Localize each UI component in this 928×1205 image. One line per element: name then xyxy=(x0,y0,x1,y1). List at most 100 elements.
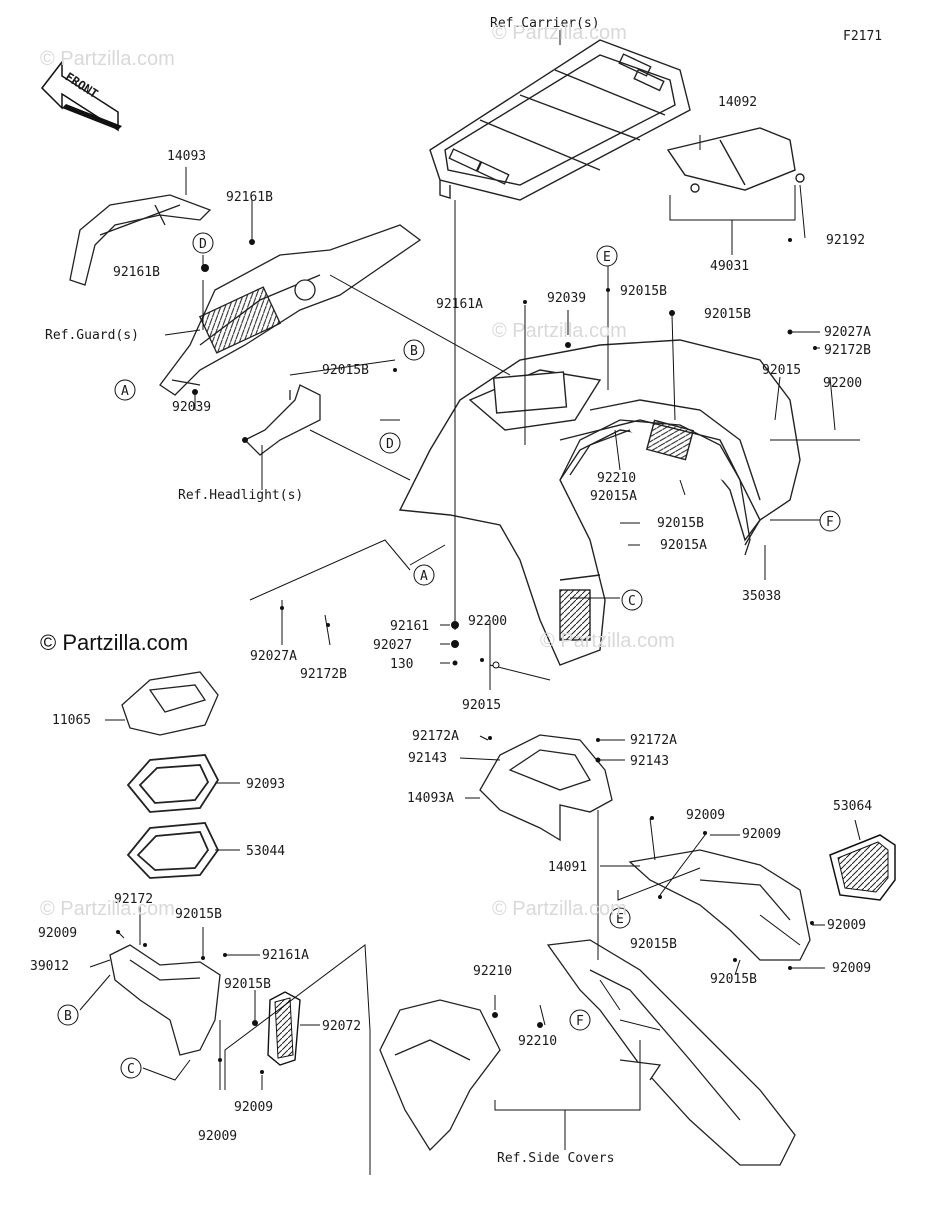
callout-a-1 xyxy=(114,379,136,401)
callout-letter-c-1: C xyxy=(628,594,636,609)
cover-14092-drawing xyxy=(666,127,805,193)
label-92015a-a: 92015A xyxy=(590,489,637,504)
label-ref-guards: Ref.Guard(s) xyxy=(45,328,139,343)
label-92161b-a: 92161B xyxy=(226,190,273,205)
label-92015b-f: 92015B xyxy=(710,972,757,987)
label-92015b-a: 92015B xyxy=(620,284,667,299)
label-49031: 49031 xyxy=(710,259,749,274)
label-92009-d: 92009 xyxy=(832,961,871,976)
label-92210-a: 92210 xyxy=(597,471,636,486)
callout-letters: A D B D A E F C E F B C xyxy=(64,237,834,1077)
panel-14091-drawing xyxy=(546,939,796,1166)
label-ref-carriers: Ref.Carrier(s) xyxy=(490,16,600,31)
label-92172b-b: 92172B xyxy=(300,667,347,682)
front-fender-drawing xyxy=(398,339,801,666)
callout-c-2 xyxy=(120,1057,142,1079)
label-92027: 92027 xyxy=(373,638,412,653)
inner-liner-35038-drawing xyxy=(559,419,751,556)
watermark-main: © Partzilla.com xyxy=(40,630,189,655)
callout-d-2 xyxy=(379,432,401,454)
gasket-92093-drawing xyxy=(126,754,220,813)
label-92015b-h: 92015B xyxy=(224,977,271,992)
label-92172b-a: 92172B xyxy=(824,343,871,358)
label-92015b-c: 92015B xyxy=(322,363,369,378)
watermark-bottom-left: © Partzilla.com xyxy=(40,898,175,920)
label-11065: 11065 xyxy=(52,713,91,728)
callout-letter-e-2: E xyxy=(616,912,624,927)
label-35038: 35038 xyxy=(742,589,781,604)
label-92015b-b: 92015B xyxy=(704,307,751,322)
watermark-top-center: © Partzilla.com xyxy=(492,22,627,44)
grille-53064-drawing xyxy=(829,834,896,901)
callout-letter-f-2: F xyxy=(576,1014,584,1029)
carrier-drawing xyxy=(429,39,691,201)
callout-letter-b-1: B xyxy=(410,344,418,359)
label-92161: 92161 xyxy=(390,619,429,634)
label-92009-f: 92009 xyxy=(234,1100,273,1115)
label-92039-b: 92039 xyxy=(547,291,586,306)
label-ref-side-covers: Ref.Side Covers xyxy=(497,1151,614,1166)
label-92039-a: 92039 xyxy=(172,400,211,415)
label-92015-a: 92015 xyxy=(762,363,801,378)
label-130: 130 xyxy=(390,657,413,672)
leader-lines xyxy=(79,30,861,1175)
label-92009-c: 92009 xyxy=(827,918,866,933)
label-53064: 53064 xyxy=(833,799,872,814)
label-92172a-a: 92172A xyxy=(412,729,459,744)
callout-e-1 xyxy=(596,245,618,267)
label-92027a-a: 92027A xyxy=(824,325,871,340)
label-92200-a: 92200 xyxy=(823,376,862,391)
callout-b-1 xyxy=(403,339,425,361)
label-92210-b: 92210 xyxy=(473,964,512,979)
watermark-top-left: © Partzilla.com xyxy=(40,48,175,70)
label-92072: 92072 xyxy=(322,1019,361,1034)
callout-d-1 xyxy=(192,232,214,254)
guard-14093a-drawing xyxy=(479,734,613,842)
label-14092: 14092 xyxy=(718,95,757,110)
label-92027a-b: 92027A xyxy=(250,649,297,664)
callout-a-2 xyxy=(413,564,435,586)
label-14093: 14093 xyxy=(167,149,206,164)
label-53044: 53044 xyxy=(246,844,285,859)
callout-circles xyxy=(57,232,841,1079)
callout-b-2 xyxy=(57,1004,79,1026)
seal-53044-drawing xyxy=(126,822,220,879)
callout-e-2 xyxy=(609,907,631,929)
label-92015b-d: 92015B xyxy=(657,516,704,531)
callout-c-1 xyxy=(621,589,643,611)
headlight-bracket-drawing xyxy=(243,384,321,456)
inner-fender-39012-drawing xyxy=(109,944,221,1056)
callout-letter-c-2: C xyxy=(127,1062,135,1077)
callout-letter-d-1: D xyxy=(199,237,207,252)
label-92172a-b: 92172A xyxy=(630,733,677,748)
callout-letter-a-1: A xyxy=(121,384,129,399)
label-ref-headlights: Ref.Headlight(s) xyxy=(178,488,303,503)
label-39012: 39012 xyxy=(30,959,69,974)
label-92009-a: 92009 xyxy=(686,808,725,823)
watermark-bottom-center: © Partzilla.com xyxy=(492,898,627,920)
label-92210-c: 92210 xyxy=(518,1034,557,1049)
storage-box-11065-drawing xyxy=(121,671,219,736)
label-92161a-b: 92161A xyxy=(262,948,309,963)
callout-letter-b-2: B xyxy=(64,1009,72,1024)
label-92015b-g: 92015B xyxy=(175,907,222,922)
label-92009-g: 92009 xyxy=(198,1129,237,1144)
callout-letter-f-1: F xyxy=(826,515,834,530)
label-92192: 92192 xyxy=(826,233,865,248)
label-92143-a: 92143 xyxy=(408,751,447,766)
watermark-mid-right: © Partzilla.com xyxy=(540,630,675,652)
label-92015b-e: 92015B xyxy=(630,937,677,952)
label-92015a-b: 92015A xyxy=(660,538,707,553)
label-92161b-b: 92161B xyxy=(113,265,160,280)
label-14091: 14091 xyxy=(548,860,587,875)
label-92015-b: 92015 xyxy=(462,698,501,713)
watermark-mid-center: © Partzilla.com xyxy=(492,320,627,342)
label-92009-b: 92009 xyxy=(742,827,781,842)
part-labels: F2171 Ref.Carrier(s) 14092 92192 49031 1… xyxy=(30,16,882,1166)
label-92161a-a: 92161A xyxy=(436,297,483,312)
front-arrow: FRONT xyxy=(41,59,122,132)
label-92143-b: 92143 xyxy=(630,754,669,769)
callout-letter-d-2: D xyxy=(386,437,394,452)
